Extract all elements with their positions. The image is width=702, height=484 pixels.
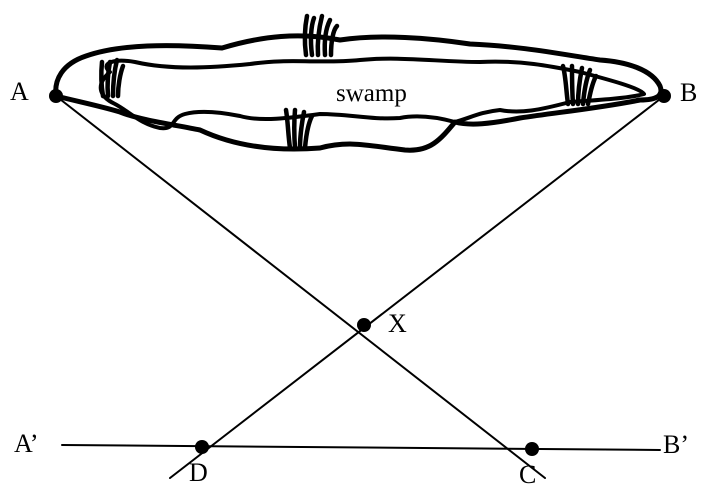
label-d: D: [189, 458, 208, 484]
point-x: [357, 318, 371, 332]
construction-lines: [55, 95, 665, 479]
label-a: A: [10, 77, 29, 106]
reed-tuft-left: [99, 57, 126, 99]
point-d: [195, 440, 209, 454]
reed-tuft-bottom: [283, 107, 315, 151]
swamp-label: swamp: [336, 80, 407, 107]
point-b: [657, 89, 671, 103]
point-a: [49, 89, 63, 103]
reed-tuft-right: [560, 63, 599, 107]
line-a-prime-b-prime: [61, 444, 661, 451]
point-c: [525, 442, 539, 456]
swamp-outer-boundary: [53, 33, 664, 153]
reed-tufts: [99, 13, 599, 151]
line-a-through-x-to-c: [55, 95, 546, 479]
line-b-through-x-to-d: [169, 95, 665, 479]
label-b-prime: B’: [663, 430, 689, 459]
points: [49, 89, 671, 456]
swamp-inner-boundary: [98, 56, 646, 131]
label-a-prime: A’: [14, 429, 39, 458]
reed-tuft-top: [302, 13, 340, 58]
label-c: C: [519, 460, 536, 484]
label-x: X: [388, 309, 407, 338]
label-b: B: [680, 78, 697, 107]
